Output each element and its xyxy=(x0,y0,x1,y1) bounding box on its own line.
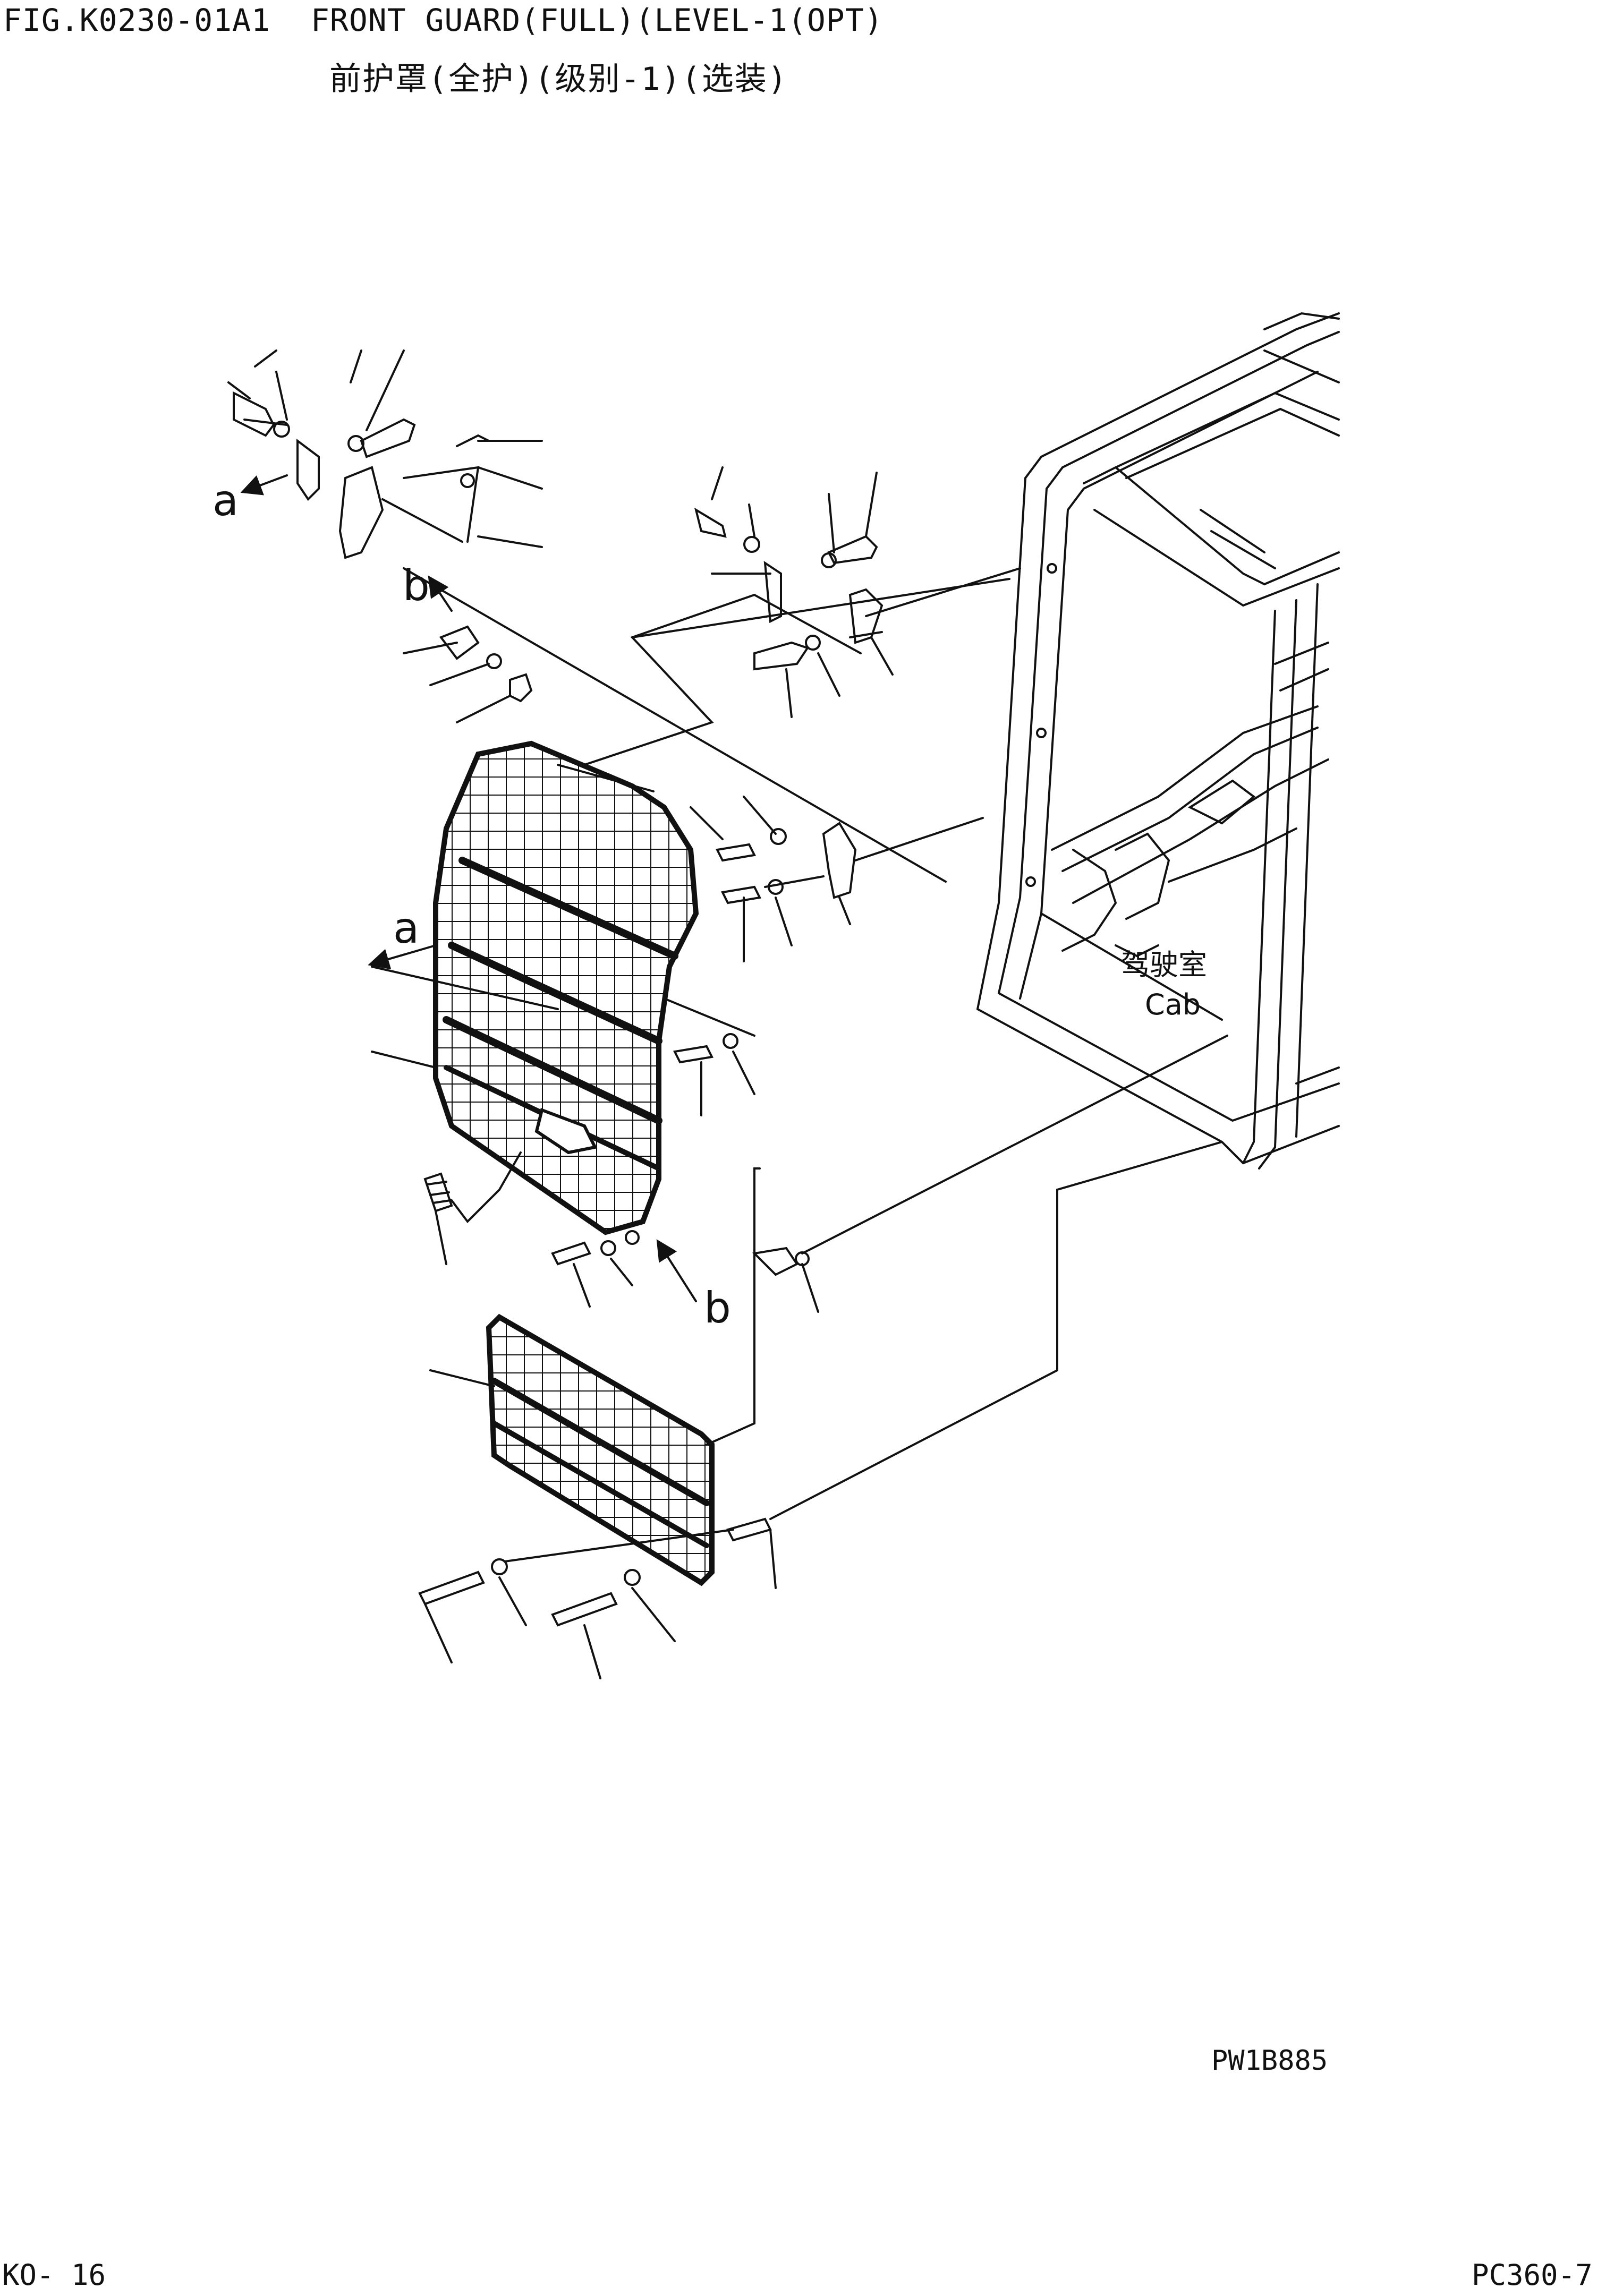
model-number: PC360-7 xyxy=(1472,2258,1593,2292)
view-label-b-upper: b xyxy=(403,561,430,610)
figure-code: FIG.K0230-01A1 xyxy=(3,2,270,38)
view-arrow-b-lower xyxy=(656,1239,697,1302)
view-label-a-upper: a xyxy=(213,476,239,525)
spring-and-pins xyxy=(423,1035,1228,1313)
drawing-number: PW1B885 xyxy=(1211,2045,1328,2077)
upper-left-bracket-assembly xyxy=(227,349,543,723)
cab-label-english: Cab xyxy=(1145,988,1201,1021)
middle-latch-assembly xyxy=(663,796,984,1116)
figure-title: FRONT GUARD(FULL)(LEVEL-1(OPT) xyxy=(311,2,884,38)
view-label-b-lower: b xyxy=(704,1283,731,1333)
view-label-a-lower: a xyxy=(393,903,419,953)
upper-middle-bracket-assembly xyxy=(694,466,1021,718)
view-arrow-a-upper xyxy=(240,474,288,496)
lower-bolt-set xyxy=(418,1529,734,1679)
figure-title-chinese: 前护罩(全护)(级别-1)(选装) xyxy=(329,61,788,98)
lower-front-guard xyxy=(429,1141,1223,1589)
cab-frame xyxy=(976,312,1340,1170)
main-front-guard xyxy=(371,740,699,1235)
assembly-leader-lines xyxy=(403,567,1010,883)
view-arrow-a-lower xyxy=(368,944,437,970)
view-arrow-b-upper xyxy=(428,575,453,612)
page-number: KO- 16 xyxy=(2,2258,106,2292)
cab-label-chinese: 驾驶室 xyxy=(1121,948,1207,981)
